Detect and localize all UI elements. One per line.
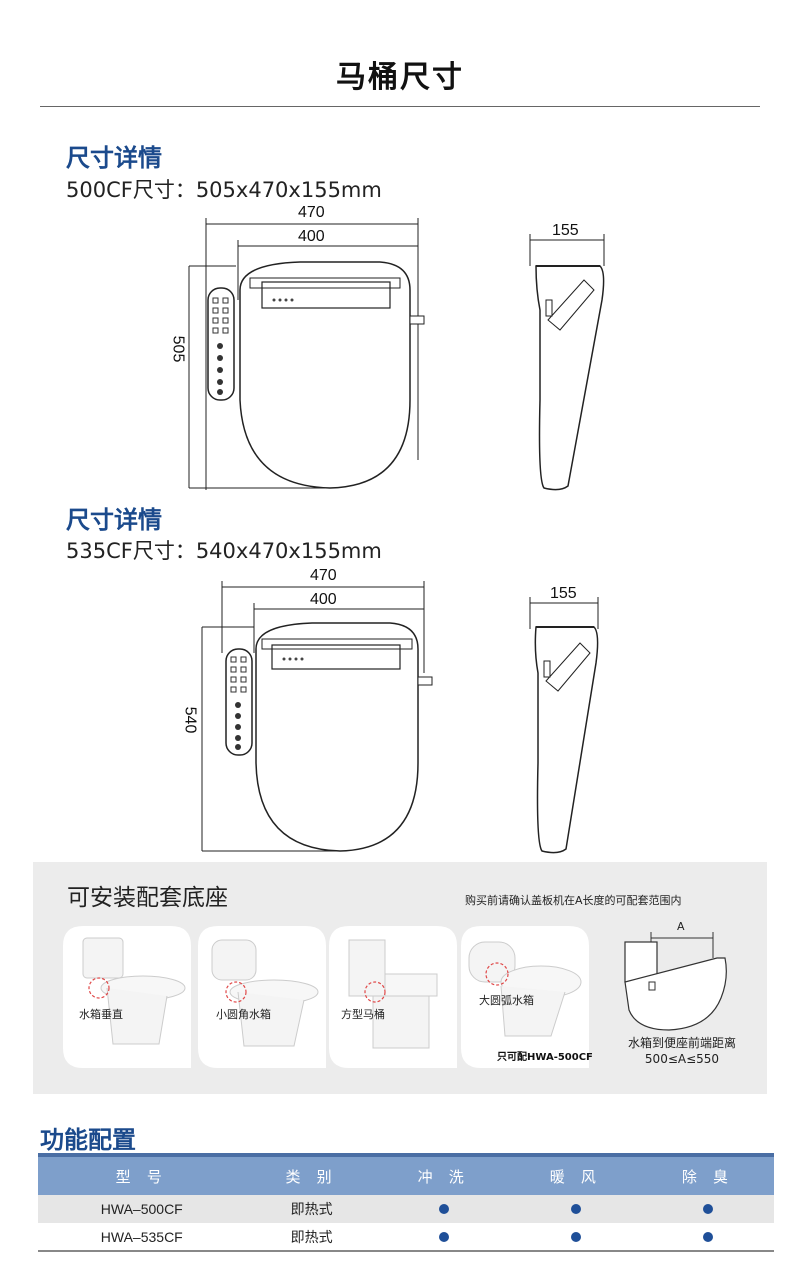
base-label: 大圆弧水箱 xyxy=(479,994,534,1007)
dim-width-outer-535cf: 470 xyxy=(310,567,337,584)
page-title: 马桶尺寸 xyxy=(336,60,464,95)
deodorize-supported-dot xyxy=(702,1204,713,1214)
dry-supported-dot xyxy=(570,1231,581,1242)
base-card-small-round-tank: 小圆角水箱 xyxy=(198,926,326,1068)
deodorize-supported-dot xyxy=(702,1231,713,1242)
section-heading-535cf: 尺寸详情 xyxy=(66,506,162,534)
dim-width-outer-500cf: 470 xyxy=(298,204,325,221)
base-label: 水箱垂直 xyxy=(79,1008,123,1021)
title-divider xyxy=(40,106,760,107)
compatible-bases-panel: 可安装配套底座 购买前请确认盖板机在A长度的可配套范围内 水箱垂直 小圆角水箱 xyxy=(33,862,767,1094)
cell-type: 即热式 xyxy=(245,1223,378,1252)
col-deodorize: 除 臭 xyxy=(641,1153,774,1195)
base-label: 方型马桶 xyxy=(341,1008,385,1021)
col-wash: 冲 洗 xyxy=(377,1153,510,1195)
base-card-large-arc-tank: 大圆弧水箱 只可配HWA-500CF xyxy=(461,926,593,1068)
spec-line-535cf: 535CF尺寸：540x470x155mm xyxy=(66,539,382,563)
section-heading-500cf: 尺寸详情 xyxy=(66,144,162,172)
cell-model: HWA–535CF xyxy=(38,1223,246,1252)
range-value: 500≤A≤550 xyxy=(644,1052,720,1066)
dim-width-inner-500cf: 400 xyxy=(298,228,325,245)
base-card-square-toilet: 方型马桶 xyxy=(329,926,457,1068)
toilet-seat-drawing-535cf xyxy=(201,581,599,854)
dry-supported-dot xyxy=(570,1204,581,1214)
base-label: 小圆角水箱 xyxy=(216,1008,271,1021)
base-card-vertical-tank: 水箱垂直 xyxy=(63,926,191,1068)
diagram-500cf: 470 400 505 155 xyxy=(0,200,800,500)
dim-depth-535cf: 155 xyxy=(550,585,577,602)
range-caption: 水箱到便座前端距离 xyxy=(627,1036,736,1050)
dim-length-535cf: 540 xyxy=(181,706,199,734)
toilet-seat-drawing-500cf xyxy=(188,218,605,491)
bases-note: 购买前请确认盖板机在A长度的可配套范围内 xyxy=(465,894,682,907)
dim-width-inner-535cf: 400 xyxy=(310,591,337,608)
table-row: HWA–535CF 即热式 xyxy=(38,1223,774,1252)
dim-length-500cf: 505 xyxy=(169,335,187,363)
col-type: 类 别 xyxy=(245,1153,378,1195)
bases-title: 可安装配套底座 xyxy=(67,885,228,911)
tank-distance-diagram xyxy=(624,932,727,1031)
cell-model: HWA–500CF xyxy=(38,1195,246,1223)
distance-marker-a: A xyxy=(677,920,685,933)
cell-type: 即热式 xyxy=(245,1195,378,1223)
col-dry: 暖 风 xyxy=(509,1153,642,1195)
table-header-row: 型 号 类 别 冲 洗 暖 风 除 臭 xyxy=(38,1153,774,1195)
spec-line-500cf: 500CF尺寸：505x470x155mm xyxy=(66,178,382,202)
features-table: 型 号 类 别 冲 洗 暖 风 除 臭 HWA–500CF 即热式 HWA–53… xyxy=(38,1153,774,1252)
features-heading: 功能配置 xyxy=(40,1126,136,1154)
base-compat-badge: 只可配HWA-500CF xyxy=(497,1052,593,1063)
col-model: 型 号 xyxy=(38,1153,246,1195)
wash-supported-dot xyxy=(438,1204,449,1214)
dim-depth-500cf: 155 xyxy=(552,222,579,239)
table-row: HWA–500CF 即热式 xyxy=(38,1195,774,1223)
wash-supported-dot xyxy=(438,1231,449,1242)
diagram-535cf: 470 400 540 155 xyxy=(0,563,800,858)
